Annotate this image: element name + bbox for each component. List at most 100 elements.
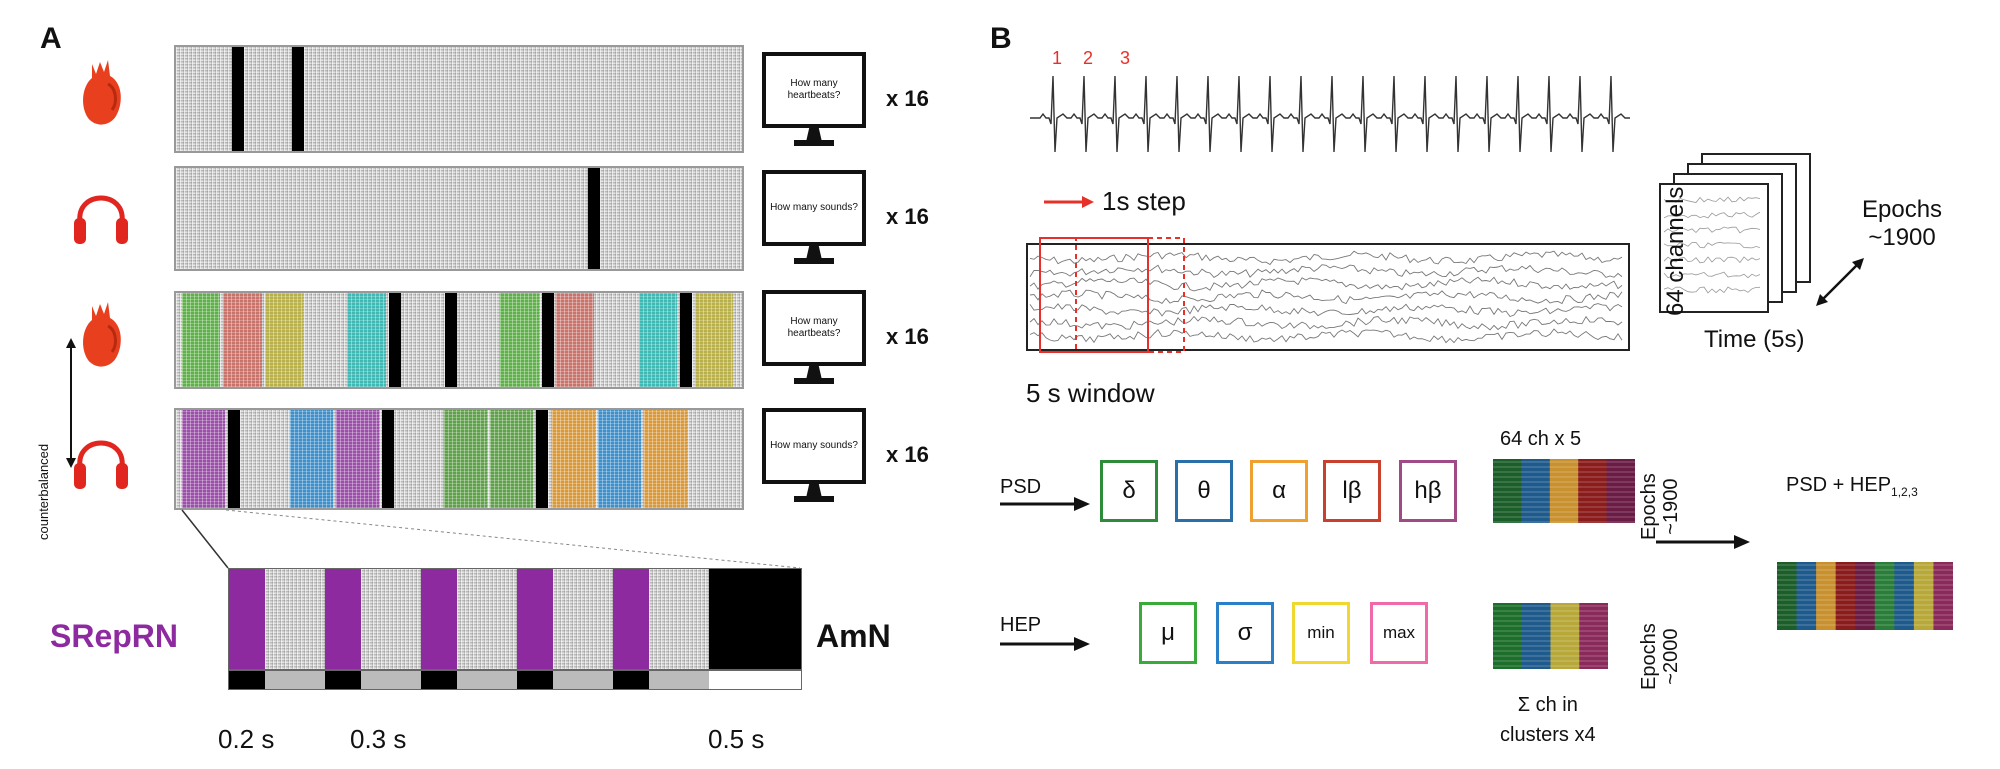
- epoch-stack: [1659, 153, 1811, 313]
- window-next: [1075, 237, 1185, 353]
- eeg-channel: [1029, 315, 1623, 331]
- question-text: How many heartbeats?: [762, 290, 866, 366]
- colored-segment: [552, 410, 596, 508]
- beat-number: 2: [1083, 48, 1094, 68]
- srep-segment: [517, 569, 553, 669]
- heart-icon: [83, 60, 121, 125]
- matrix-column: [1521, 459, 1551, 523]
- eeg-channel: [1029, 328, 1623, 344]
- headphones-icon: [74, 440, 128, 489]
- feature-box-θ: θ: [1175, 460, 1233, 522]
- eeg-channel: [1029, 250, 1623, 266]
- matrix-column: [1606, 459, 1635, 523]
- target-stimulus: [541, 293, 554, 387]
- feature-box-hβ: hβ: [1399, 460, 1457, 522]
- heart-icon: [83, 302, 121, 367]
- epochs-double-arrow-icon: [1816, 258, 1864, 306]
- feature-box-lβ: lβ: [1323, 460, 1381, 522]
- epochs-text: Epochs: [1638, 623, 1660, 690]
- target-stimulus: [444, 293, 457, 387]
- target-stimulus: [227, 410, 240, 508]
- colored-segment: [444, 410, 488, 508]
- trial-bar-heartbeat-noise: [174, 45, 744, 153]
- matrix-column: [1493, 603, 1523, 669]
- eeg-channel: [1029, 289, 1623, 305]
- colored-segment: [290, 410, 333, 508]
- eeg-channel: [1029, 303, 1623, 318]
- timing-mark: [421, 671, 457, 689]
- hep-matrix-label-1: Σ ch in: [1517, 694, 1578, 716]
- feature-box-min: min: [1292, 602, 1350, 664]
- timing-strip: [228, 670, 802, 690]
- psd-arrow-icon: [1000, 497, 1090, 511]
- srep-segment: [613, 569, 649, 669]
- zoomed-stimulus-sequence: [228, 568, 802, 670]
- colored-segment: [694, 293, 733, 387]
- colored-segment: [336, 410, 379, 508]
- psd-label: PSD: [1000, 476, 1042, 498]
- colored-segment: [638, 293, 678, 387]
- matrix-column: [1549, 459, 1579, 523]
- panel-b-letter: B: [990, 22, 1012, 55]
- colored-segment: [490, 410, 533, 508]
- trial-bar-sound-colored: [174, 408, 744, 510]
- epochs-text: Epochs: [1638, 473, 1660, 540]
- question-text: How many sounds?: [762, 170, 866, 246]
- epoch-channel: [1663, 211, 1761, 219]
- srep-segment: [325, 569, 361, 669]
- question-text: How many heartbeats?: [762, 52, 866, 128]
- double-arrow-icon: [66, 338, 76, 468]
- colored-segment: [644, 410, 688, 508]
- matrix-column: [1933, 562, 1953, 630]
- heartbeat-stimulus: [232, 47, 244, 151]
- repeat-count: x 16: [886, 324, 929, 349]
- epoch-channel: [1663, 286, 1761, 294]
- combined-label: PSD + HEP1,2,3: [1786, 474, 1918, 499]
- feature-box-δ: δ: [1100, 460, 1158, 522]
- timing-mark: [517, 671, 553, 689]
- srep-label: SRepRN: [50, 618, 179, 654]
- repeat-count: x 16: [886, 442, 929, 467]
- repeat-count: x 16: [886, 204, 929, 229]
- target-stimulus: [388, 293, 401, 387]
- hep-matrix-label: Σ ch in clusters x4: [1500, 690, 1596, 750]
- window-current: [1039, 237, 1149, 353]
- beat-number: 3: [1120, 48, 1131, 68]
- heartbeat-stimulus: [292, 47, 304, 151]
- duration-label: 0.5 s: [708, 724, 765, 754]
- matrix-column: [1550, 603, 1580, 669]
- matrix-column: [1796, 562, 1817, 630]
- colored-segment: [223, 293, 262, 387]
- epoch-channel: [1663, 256, 1761, 264]
- repeat-count: x 16: [886, 86, 929, 111]
- hep-label: HEP: [1000, 614, 1042, 636]
- hep-feature-matrix: [1493, 603, 1608, 669]
- channels-label: 64 channels: [1662, 186, 1689, 316]
- colored-segment: [598, 410, 642, 508]
- epoch-channel: [1663, 241, 1761, 249]
- eeg-channel: [1029, 264, 1623, 278]
- trial-bar-sound-noise: [174, 166, 744, 271]
- timing-mark: [613, 671, 649, 689]
- step-arrow-icon: [1044, 196, 1094, 208]
- colored-segment: [556, 293, 595, 387]
- question-text: How many sounds?: [762, 408, 866, 484]
- colored-segment: [347, 293, 386, 387]
- hep-matrix-label-2: clusters x4: [1500, 724, 1596, 746]
- colored-segment: [182, 410, 225, 508]
- epoch-channel: [1663, 196, 1761, 203]
- timing-mark: [325, 671, 361, 689]
- matrix-column: [1493, 459, 1522, 523]
- eeg-traces: [1026, 237, 1630, 353]
- colored-segment: [500, 293, 539, 387]
- time-label: Time (5s): [1704, 326, 1805, 353]
- zoom-guide-lines: [181, 509, 801, 569]
- amn-segment: [709, 569, 801, 669]
- combined-feature-matrix: [1777, 562, 1953, 630]
- sound-stimulus: [588, 168, 600, 269]
- epoch-channel: [1663, 226, 1761, 234]
- matrix-column: [1816, 562, 1837, 630]
- duration-label: 0.3 s: [350, 724, 407, 754]
- epochs-count: ~1900: [1660, 478, 1682, 535]
